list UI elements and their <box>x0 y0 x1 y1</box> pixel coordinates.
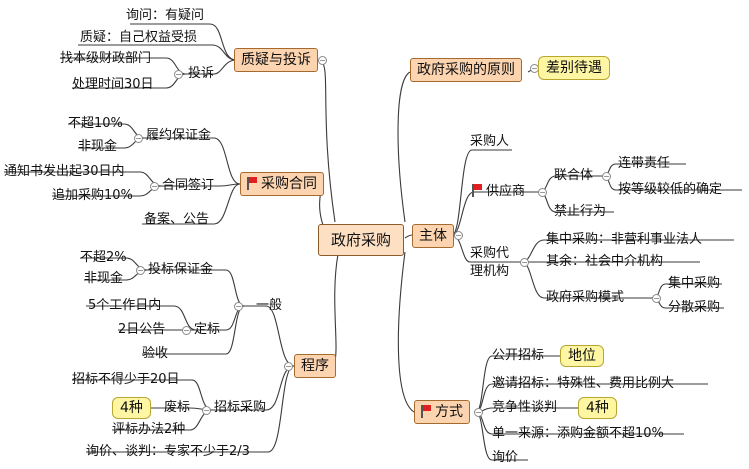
collapse-toggle[interactable]: − <box>318 56 327 65</box>
node-supplier[interactable]: 供应商 <box>472 184 525 200</box>
collapse-toggle[interactable]: − <box>136 266 145 275</box>
node-void-bid[interactable]: 废标 <box>164 400 191 415</box>
node-5-workdays[interactable]: 5个工作日内 <box>88 298 162 313</box>
branch-principle[interactable]: 政府采购的原则 <box>410 58 522 82</box>
collapse-toggle[interactable]: − <box>174 70 183 79</box>
node-non-cash[interactable]: 非现金 <box>78 139 118 154</box>
node-central-purchasing[interactable]: 集中采购：非营利事业法人 <box>546 232 703 247</box>
collapse-toggle[interactable]: − <box>202 406 211 415</box>
collapse-toggle[interactable]: − <box>474 408 483 417</box>
collapse-toggle[interactable]: − <box>284 362 293 371</box>
node-purchaser[interactable]: 采购人 <box>470 134 510 149</box>
tag-differential-treatment[interactable]: 差别待遇 <box>538 56 610 80</box>
branch-methods-label: 方式 <box>435 404 463 420</box>
node-general[interactable]: 一般 <box>256 298 283 313</box>
node-contract-signing[interactable]: 合同签订 <box>162 178 215 193</box>
branch-procedure[interactable]: 程序 <box>294 354 336 378</box>
node-within-30-days[interactable]: 通知书发出起30日内 <box>4 164 125 179</box>
tag-four-kinds[interactable]: 4种 <box>112 397 151 419</box>
collapse-toggle[interactable]: − <box>150 182 159 191</box>
node-consortium[interactable]: 联合体 <box>554 168 594 183</box>
node-centralized[interactable]: 集中采购 <box>668 276 721 291</box>
node-not-exceed-10[interactable]: 不超10% <box>68 116 123 131</box>
red-flag-icon <box>421 405 431 418</box>
red-flag-icon <box>472 184 482 197</box>
node-min-20-days[interactable]: 招标不得少于20日 <box>72 372 180 387</box>
collapse-toggle[interactable]: − <box>602 172 611 181</box>
branch-methods[interactable]: 方式 <box>414 400 470 424</box>
node-inquiry[interactable]: 询问：有疑问 <box>126 8 205 23</box>
branch-contract-label: 采购合同 <box>261 176 317 192</box>
node-open-tender[interactable]: 公开招标 <box>492 348 545 363</box>
collapse-toggle[interactable]: − <box>652 294 661 303</box>
red-flag-icon <box>247 177 257 190</box>
node-not-exceed-2[interactable]: 不超2% <box>80 250 127 265</box>
node-filing[interactable]: 备案、公告 <box>144 212 210 227</box>
node-30-days[interactable]: 处理时间30日 <box>72 77 154 92</box>
node-supplier-label: 供应商 <box>486 184 526 199</box>
node-agency-line1[interactable]: 采购代 <box>470 246 510 261</box>
node-invited-tender[interactable]: 邀请招标：特殊性、费用比例大 <box>492 376 675 391</box>
tag-four-kinds-2[interactable]: 4种 <box>578 397 617 419</box>
node-procurement-mode[interactable]: 政府采购模式 <box>546 290 625 305</box>
node-bid-bond[interactable]: 投标保证金 <box>148 262 214 277</box>
node-question[interactable]: 质疑：自己权益受损 <box>80 30 198 45</box>
node-inquiry-negotiation[interactable]: 询价、谈判：专家不少于2/3 <box>86 444 250 459</box>
collapse-toggle[interactable]: − <box>134 134 143 143</box>
node-competitive-negotiation[interactable]: 竞争性谈判 <box>492 400 558 415</box>
collapse-toggle[interactable]: − <box>454 231 463 240</box>
node-non-cash-2[interactable]: 非现金 <box>84 271 124 286</box>
collapse-toggle[interactable]: − <box>538 188 547 197</box>
node-award[interactable]: 定标 <box>194 322 221 337</box>
node-acceptance[interactable]: 验收 <box>142 346 169 361</box>
node-tender[interactable]: 招标采购 <box>214 400 267 415</box>
node-evaluation-methods[interactable]: 评标办法2种 <box>112 422 186 437</box>
node-complaint[interactable]: 投诉 <box>188 66 215 81</box>
node-lower-grade[interactable]: 按等级较低的确定 <box>618 182 723 197</box>
collapse-toggle[interactable]: − <box>234 302 243 311</box>
branch-complaint[interactable]: 质疑与投诉 <box>234 48 318 72</box>
node-additional-10[interactable]: 追加采购10% <box>52 188 133 203</box>
node-performance-bond[interactable]: 履约保证金 <box>146 128 212 143</box>
node-single-source[interactable]: 单一来源：添购金额不超10% <box>492 426 664 441</box>
node-prohibited[interactable]: 禁止行为 <box>554 204 607 219</box>
tag-status[interactable]: 地位 <box>560 345 604 367</box>
node-agency-line2[interactable]: 理机构 <box>470 264 510 279</box>
node-joint-liability[interactable]: 连带责任 <box>618 156 671 171</box>
node-decentralized[interactable]: 分散采购 <box>668 300 721 315</box>
center-node[interactable]: 政府采购 <box>318 224 405 256</box>
collapse-toggle[interactable]: − <box>520 258 529 267</box>
node-inquiry-method[interactable]: 询价 <box>492 450 519 465</box>
branch-contract[interactable]: 采购合同 <box>240 172 324 196</box>
node-finance-dept[interactable]: 找本级财政部门 <box>60 51 152 66</box>
node-2-day-notice[interactable]: 2日公告 <box>118 322 166 337</box>
collapse-toggle[interactable]: − <box>182 326 191 335</box>
node-intermediary[interactable]: 其余：社会中介机构 <box>546 254 664 269</box>
branch-subject[interactable]: 主体 <box>412 224 454 248</box>
